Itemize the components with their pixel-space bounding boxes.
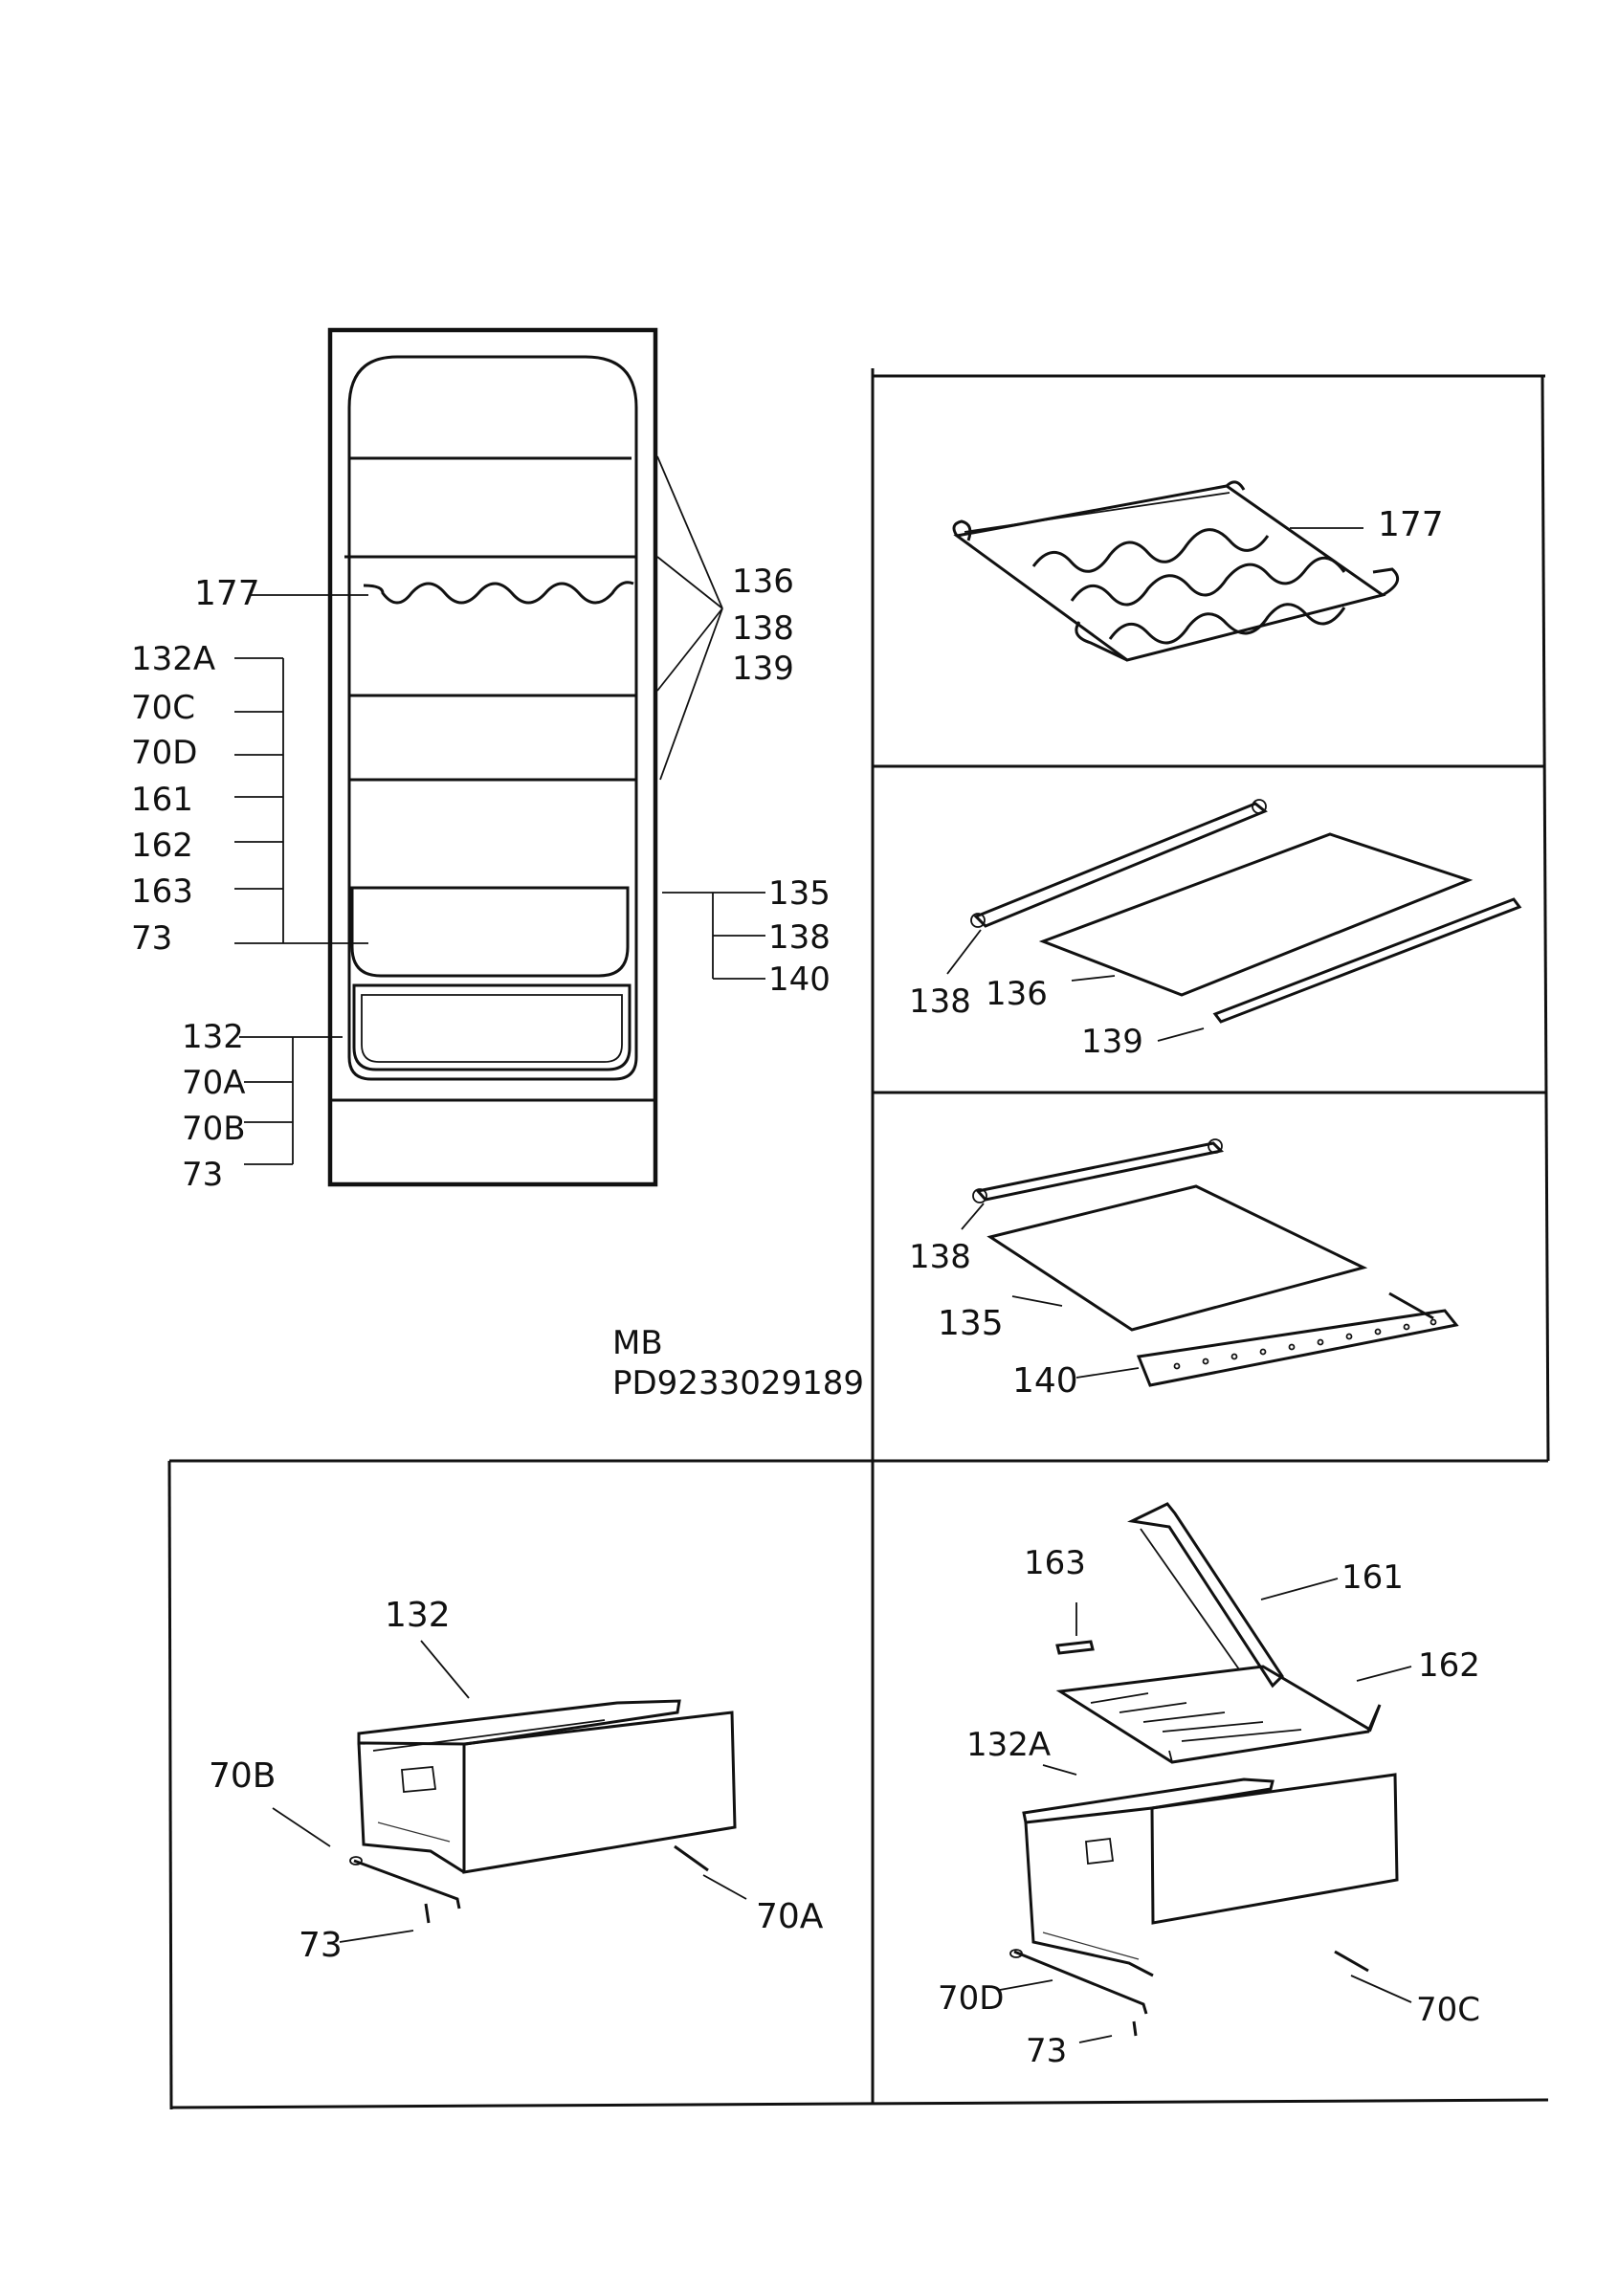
label-139: 139 <box>732 650 794 688</box>
label-73: 73 <box>131 919 172 958</box>
label-70A-crisper: 70A <box>756 1897 824 1936</box>
trim-holes <box>1173 1318 1437 1370</box>
label-73-crisper: 73 <box>299 1926 343 1965</box>
panel-wine-rack: 177 <box>952 480 1444 662</box>
panel-glass-shelf: 138 136 139 <box>909 799 1522 1061</box>
label-132: 132 <box>182 1018 244 1056</box>
label-139-shelf: 139 <box>1081 1023 1143 1061</box>
label-70A: 70A <box>182 1064 246 1102</box>
label-163-humidity: 163 <box>1024 1544 1086 1582</box>
panel-frames <box>167 368 1550 2110</box>
label-70D-humidity: 70D <box>938 1979 1004 2018</box>
label-138-trim: 138 <box>909 1238 971 1276</box>
label-132A: 132A <box>131 640 215 678</box>
label-70B: 70B <box>182 1110 246 1148</box>
label-73-humidity: 73 <box>1026 2032 1067 2070</box>
panel-crisper: 132 70B 73 70A <box>209 1596 824 1965</box>
label-138: 138 <box>732 609 794 648</box>
label-70C-humidity: 70C <box>1416 1991 1480 2029</box>
panel-glass-shelf-trim: 138 135 140 <box>909 1138 1459 1401</box>
label-163: 163 <box>131 872 193 911</box>
label-135: 135 <box>768 874 831 913</box>
label-138-shelf: 138 <box>909 982 971 1021</box>
label-140: 140 <box>768 960 831 999</box>
label-136-shelf: 136 <box>986 975 1048 1013</box>
label-140-trim: 140 <box>1012 1361 1078 1401</box>
model-code: MB <box>612 1324 663 1362</box>
panel-crisper-humidity: 163 161 162 132A 70D 73 70C <box>938 1502 1480 2070</box>
label-73-lower: 73 <box>182 1156 223 1194</box>
label-135-trim: 135 <box>938 1304 1004 1343</box>
label-136: 136 <box>732 563 794 601</box>
label-161: 161 <box>131 781 193 819</box>
label-70C: 70C <box>131 689 195 727</box>
label-177-rack: 177 <box>1378 505 1444 544</box>
label-132-crisper: 132 <box>385 1596 451 1635</box>
label-70D: 70D <box>131 734 197 772</box>
label-162-humidity: 162 <box>1418 1646 1480 1685</box>
label-132A-humidity: 132A <box>966 1726 1051 1764</box>
part-number: PD9233029189 <box>612 1364 864 1402</box>
label-162: 162 <box>131 827 193 865</box>
label-161-humidity: 161 <box>1341 1558 1404 1597</box>
label-138-lower: 138 <box>768 918 831 957</box>
label-177: 177 <box>194 574 260 613</box>
label-70B-crisper: 70B <box>209 1756 277 1796</box>
refrigerator-overview: 177 136 138 139 132A 70C 70D 161 162 163… <box>131 327 831 1194</box>
